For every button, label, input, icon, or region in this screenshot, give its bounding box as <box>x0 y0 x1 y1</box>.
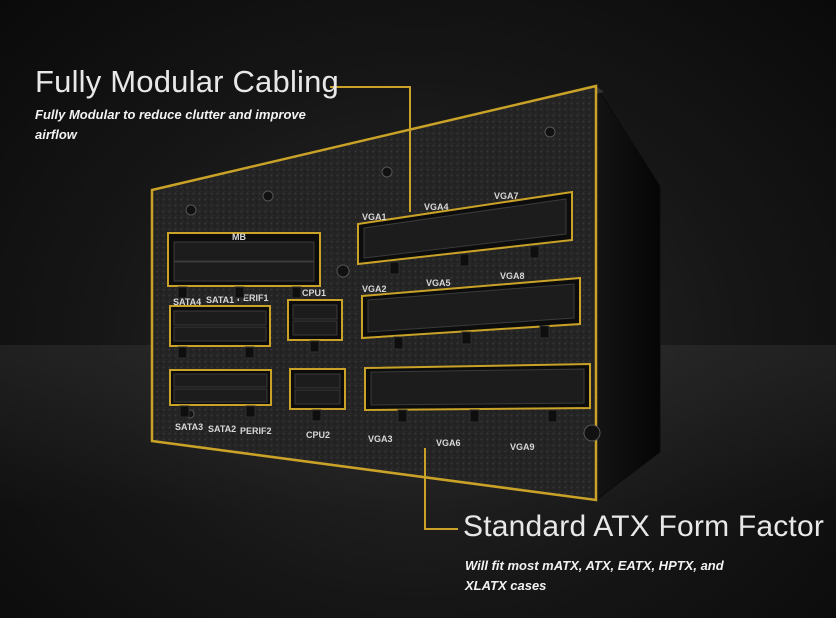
label-vga6: VGA6 <box>436 438 461 448</box>
modular-cabling-description: Fully Modular to reduce clutter and impr… <box>35 107 306 142</box>
label-mb: MB <box>232 232 246 242</box>
label-perif1: PERIF1 <box>237 293 269 303</box>
label-perif2: PERIF2 <box>240 426 272 436</box>
callout-line-bottom-horizontal <box>424 528 458 530</box>
label-vga8: VGA8 <box>500 271 525 281</box>
label-vga4: VGA4 <box>424 202 449 212</box>
label-sata3: SATA3 <box>175 422 203 432</box>
mb-connector <box>167 232 321 287</box>
callout-line-bottom-vertical <box>424 448 426 530</box>
label-vga9: VGA9 <box>510 442 535 452</box>
callout-line-top-vertical <box>409 86 411 212</box>
atx-form-factor-title: Standard ATX Form Factor <box>463 510 825 543</box>
vga-row-3-connectors <box>364 362 591 412</box>
cpu2-connector <box>289 368 346 410</box>
sata-connector-block-top <box>169 305 271 347</box>
label-vga3: VGA3 <box>368 434 393 444</box>
label-vga1: VGA1 <box>362 212 387 222</box>
label-vga5: VGA5 <box>426 278 451 288</box>
label-cpu1: CPU1 <box>302 288 326 298</box>
vga-row-1-connectors <box>357 190 573 266</box>
connector-latches <box>177 245 558 423</box>
callout-line-top-horizontal <box>330 86 410 88</box>
label-sata1: SATA1 <box>206 295 234 305</box>
label-vga7: VGA7 <box>494 191 519 201</box>
label-cpu2: CPU2 <box>306 430 330 440</box>
screw-icon <box>185 126 601 442</box>
vga-row-2-connectors <box>361 276 581 340</box>
modular-cabling-title: Fully Modular Cabling <box>35 64 339 99</box>
label-vga2: VGA2 <box>362 284 387 294</box>
psu-side-face <box>595 84 661 501</box>
label-sata2: SATA2 <box>208 424 236 434</box>
sata-connector-block-bottom <box>169 369 272 406</box>
atx-form-factor-description: Will fit most mATX, ATX, EATX, HPTX, and… <box>465 558 724 593</box>
label-sata4: SATA4 <box>173 297 201 307</box>
cpu1-connector <box>287 299 343 341</box>
